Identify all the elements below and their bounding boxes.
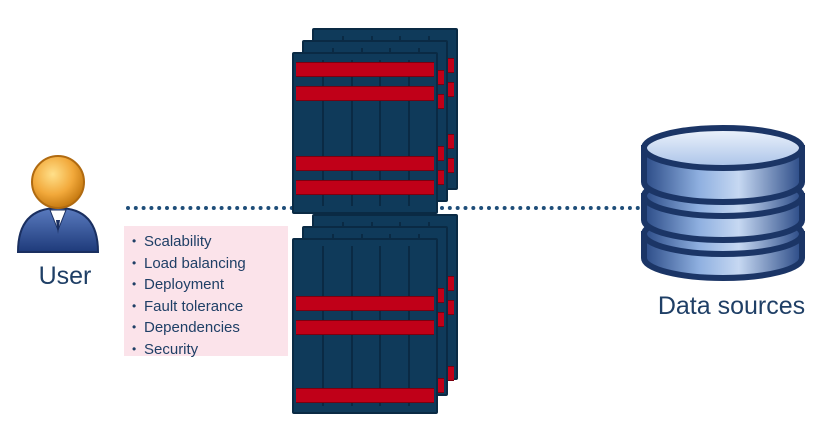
server-slot — [417, 234, 420, 388]
server-band — [306, 70, 444, 85]
concerns-box: •Scalability •Load balancing •Deployment… — [124, 226, 288, 358]
server-band — [316, 134, 454, 149]
concern-item: •Load balancing — [132, 254, 246, 272]
concern-item: •Security — [132, 340, 199, 358]
user-server-connector — [126, 206, 294, 210]
server-slot — [332, 234, 335, 388]
server-band — [316, 158, 454, 173]
server-band — [296, 86, 434, 101]
server-band — [306, 312, 444, 327]
server-datasource-connector — [440, 206, 640, 210]
user-label: User — [38, 262, 92, 290]
server-band — [306, 146, 444, 161]
server-slot — [427, 36, 430, 182]
server-band — [306, 288, 444, 303]
server-band — [316, 276, 454, 291]
server-band — [306, 378, 444, 393]
server-slot — [322, 60, 325, 206]
server-band — [316, 366, 454, 381]
server-unit — [312, 214, 458, 381]
concern-item: •Deployment — [132, 276, 225, 293]
server-unit — [302, 226, 448, 396]
concern-label: Deployment — [144, 276, 225, 293]
concern-label: Load balancing — [144, 254, 246, 272]
server-slot — [370, 222, 373, 372]
server-band — [296, 320, 434, 335]
server-band — [316, 82, 454, 97]
server-slot — [350, 246, 353, 406]
server-unit — [312, 28, 458, 190]
server-slot — [399, 36, 402, 182]
server-band — [306, 94, 444, 109]
concerns-list: •Scalability •Load balancing •Deployment… — [132, 231, 288, 360]
server-slot — [342, 222, 345, 372]
database-icon — [641, 125, 805, 281]
server-unit — [292, 238, 438, 414]
server-slot — [350, 60, 353, 206]
concern-item: •Fault tolerance — [132, 297, 244, 315]
server-slot — [389, 48, 392, 194]
concern-item: •Scalability — [132, 233, 212, 250]
server-slot — [370, 36, 373, 182]
server-unit — [292, 52, 438, 214]
server-slot — [322, 246, 325, 406]
server-slot — [407, 60, 410, 206]
server-band — [306, 170, 444, 185]
server-slot — [427, 222, 430, 372]
server-slot — [342, 36, 345, 182]
server-slot — [379, 246, 382, 406]
server-slot — [379, 60, 382, 206]
user-icon — [16, 155, 100, 253]
server-slot — [399, 222, 402, 372]
server-slot — [360, 48, 363, 194]
concern-label: Security — [144, 340, 199, 358]
concern-label: Scalability — [144, 233, 212, 250]
concern-item: •Dependencies — [132, 319, 240, 336]
server-unit — [302, 40, 448, 202]
server-band — [296, 296, 434, 311]
server-band — [296, 156, 434, 171]
server-slot — [360, 234, 363, 388]
server-band — [296, 180, 434, 195]
concern-label: Fault tolerance — [144, 297, 244, 315]
server-slot — [332, 48, 335, 194]
server-slot — [389, 234, 392, 388]
server-band — [316, 58, 454, 73]
concern-label: Dependencies — [144, 319, 240, 336]
server-slot — [407, 246, 410, 406]
server-band — [296, 62, 434, 77]
data-sources-label: Data sources — [657, 292, 806, 320]
server-band — [316, 300, 454, 315]
server-slot — [417, 48, 420, 194]
server-band — [296, 388, 434, 403]
